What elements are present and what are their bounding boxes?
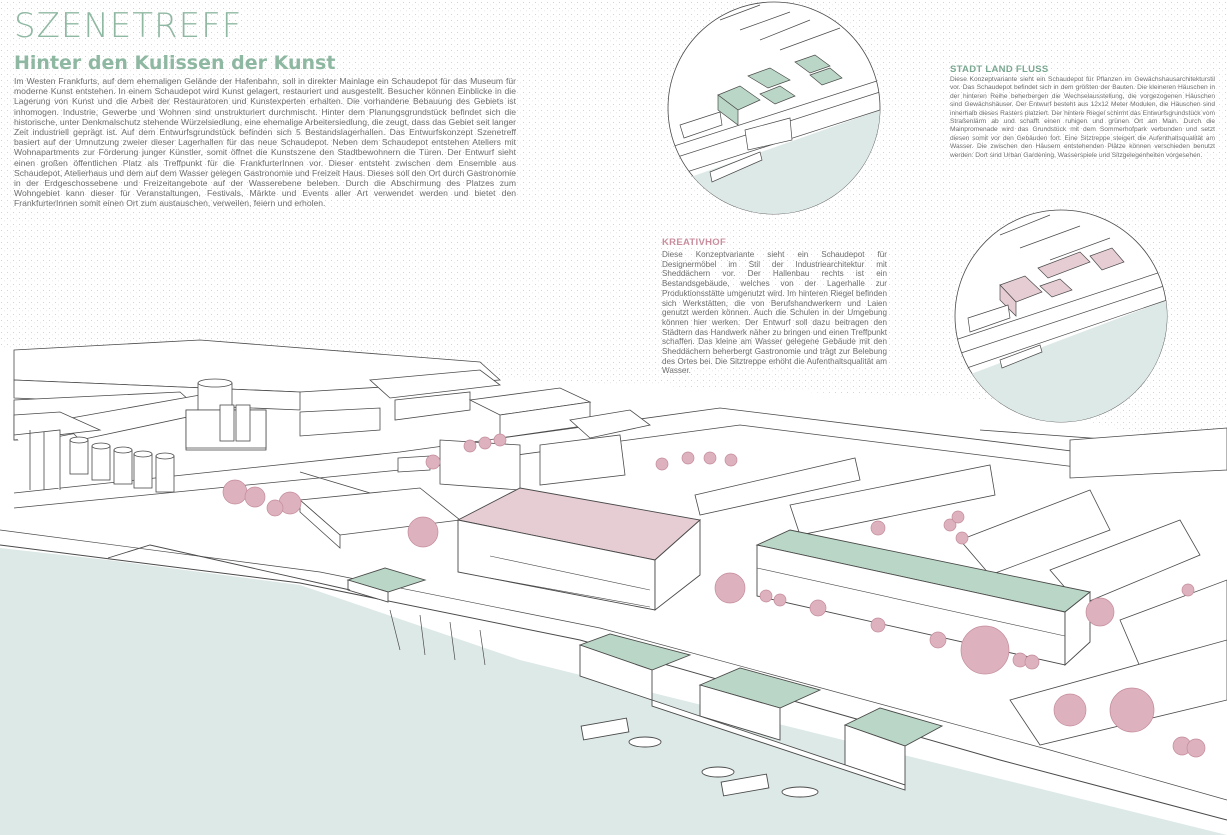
variant-stadt-text: Diese Konzeptvariante sieht ein Schaudep…: [950, 76, 1215, 159]
page-subtitle: Hinter den Kulissen der Kunst: [14, 52, 336, 74]
inset-kreativhof: [954, 209, 1168, 423]
schaudepot-building: [456, 487, 701, 611]
variant-stadt-heading: STADT LAND FLUSS: [950, 64, 1049, 75]
pier-pavilion: [107, 544, 819, 798]
gastronomy-building: [578, 633, 944, 791]
trees: [222, 433, 1206, 758]
river-water: [0, 548, 1227, 835]
stipple-background: [0, 0, 1227, 455]
variant-kreativ-heading: KREATIVHOF: [662, 237, 727, 248]
promenade-edge: [0, 544, 1227, 821]
variant-kreativ-text: Diese Konzeptvariante sieht ein Schaudep…: [662, 250, 887, 376]
inset-stadt-land-fluss: [667, 1, 881, 215]
existing-buildings-left: [13, 339, 651, 549]
page-title: SZENETREFF: [14, 6, 243, 46]
intro-paragraph: Im Westen Frankfurts, auf dem ehemaligen…: [14, 76, 516, 209]
